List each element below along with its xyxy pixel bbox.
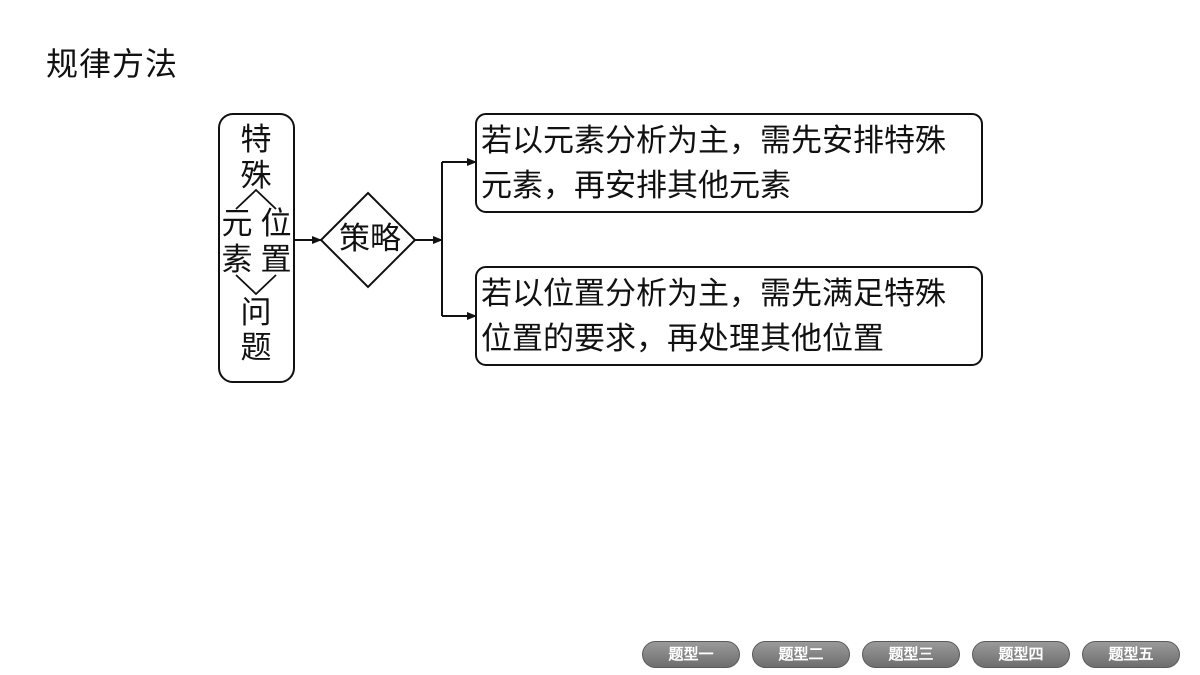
nav-button-type-4[interactable]: 题型四 <box>972 641 1070 668</box>
nav-button-type-3[interactable]: 题型三 <box>862 641 960 668</box>
position-strategy-line-2: 位置的要求，再处理其他位置 <box>481 321 884 357</box>
decision-diamond <box>319 191 417 289</box>
right-branch-char-2: 置 <box>260 242 292 278</box>
page-title: 规律方法 <box>46 45 179 83</box>
right-branch-char-1: 位 <box>260 206 292 242</box>
left-box-top-char-2: 殊 <box>240 158 272 194</box>
special-problem-box <box>218 113 295 383</box>
left-box-bottom-char-1: 问 <box>240 295 272 331</box>
element-strategy-box <box>475 113 983 213</box>
left-box-top-char-1: 特 <box>240 122 272 158</box>
branch-bracket-bottom <box>235 274 277 296</box>
position-strategy-box <box>475 266 983 366</box>
element-strategy-line-1: 若以元素分析为主，需先安排特殊 <box>481 123 946 159</box>
element-strategy-line-2: 元素，再安排其他元素 <box>481 168 791 204</box>
decision-label: 策略 <box>339 221 401 257</box>
branch-bracket-top <box>235 188 277 210</box>
left-branch-char-1: 元 <box>221 206 253 242</box>
left-box-bottom-char-2: 题 <box>240 330 272 366</box>
position-strategy-line-1: 若以位置分析为主，需先满足特殊 <box>481 276 946 312</box>
nav-button-type-1[interactable]: 题型一 <box>642 641 740 668</box>
nav-button-type-2[interactable]: 题型二 <box>752 641 850 668</box>
left-branch-char-2: 素 <box>221 242 253 278</box>
question-type-nav: 题型一 题型二 题型三 题型四 题型五 <box>642 641 1180 668</box>
nav-button-type-5[interactable]: 题型五 <box>1082 641 1180 668</box>
